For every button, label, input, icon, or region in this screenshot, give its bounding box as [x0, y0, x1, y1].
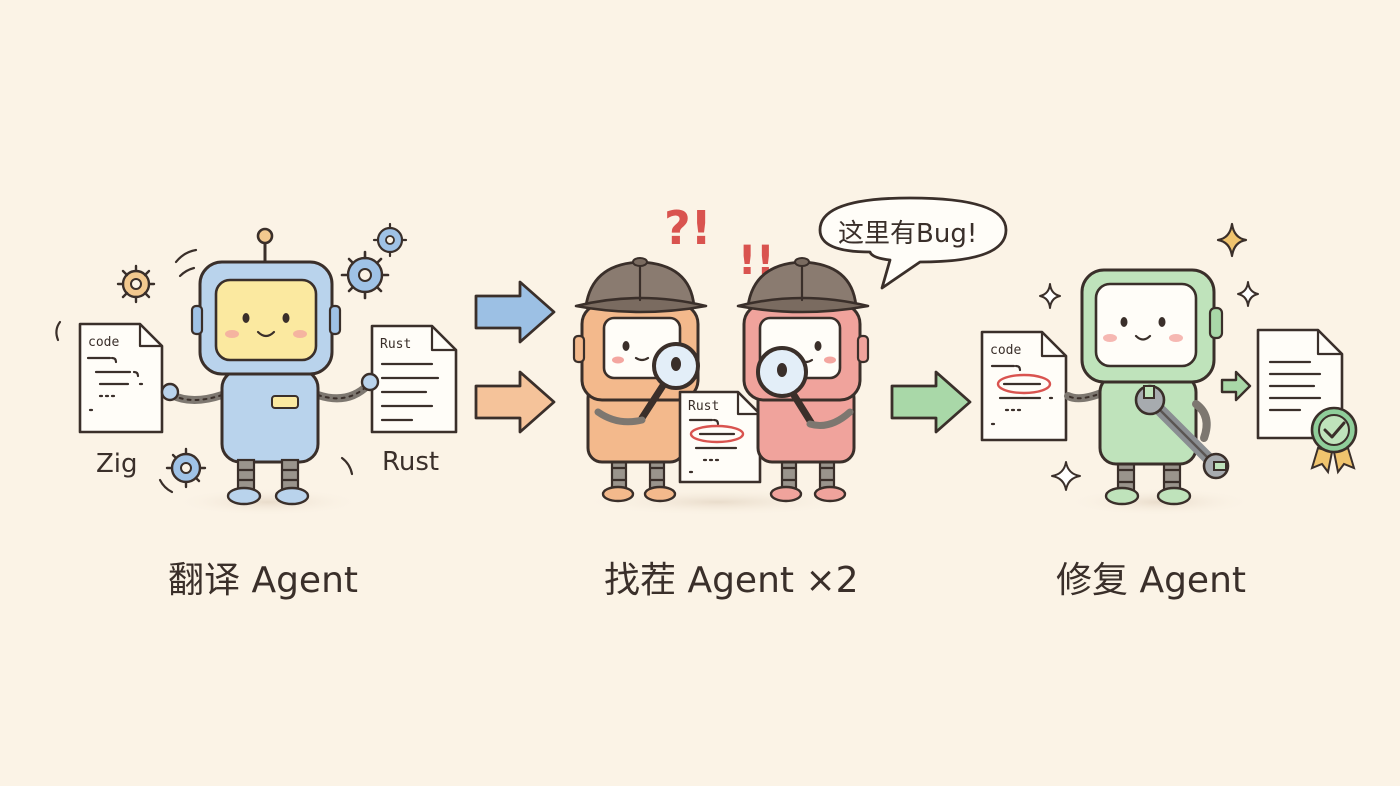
find-bug-agent-caption: 找茬 Agent ×2	[604, 560, 859, 601]
detective-robot-red	[736, 257, 870, 503]
fix-agent-caption: 修复 Agent	[1056, 560, 1246, 601]
doc-label-code-2: code	[990, 343, 1021, 358]
document-icon: Rust	[370, 324, 458, 434]
detective-robot-orange	[572, 257, 708, 503]
target-language-label: Rust	[382, 447, 439, 477]
document-icon: code	[78, 322, 164, 434]
gear-icon	[165, 447, 207, 489]
doc-label-rust: Rust	[380, 337, 411, 352]
magnifier-icon	[638, 342, 700, 422]
sparkle-icon	[1237, 281, 1259, 307]
source-language-label: Zig	[96, 449, 138, 479]
translate-agent-group: code Zig Rust Rust	[55, 222, 458, 601]
wrench-icon	[1134, 384, 1230, 480]
translate-agent-caption: 翻译 Agent	[168, 560, 358, 601]
question-marks: ?!	[664, 201, 712, 255]
document-icon: Rust	[678, 390, 762, 484]
fix-agent-group: code	[980, 222, 1358, 601]
magnifier-icon	[756, 346, 816, 428]
gear-icon	[340, 250, 390, 300]
fix-robot	[1064, 268, 1230, 506]
arrow-right-icon	[1220, 370, 1252, 402]
check-badge-icon	[1310, 406, 1358, 475]
translate-robot	[160, 227, 380, 506]
find-bug-agent-group: ?! !! 这里有Bug!	[572, 196, 1008, 601]
speech-text: 这里有Bug!	[838, 219, 977, 249]
doc-label-code: code	[88, 335, 119, 350]
sparkle-icon	[1216, 222, 1248, 258]
speech-bubble: 这里有Bug!	[818, 196, 1008, 290]
sparkle-icon	[1051, 461, 1081, 491]
gear-icon	[372, 222, 408, 258]
document-icon: code	[980, 330, 1068, 442]
arrow-right-icon	[474, 280, 556, 344]
doc-label-rust-2: Rust	[688, 399, 719, 414]
arrow-right-icon	[890, 370, 972, 434]
arrow-right-icon	[474, 370, 556, 434]
sparkle-icon	[1039, 283, 1061, 309]
gear-icon	[116, 264, 156, 304]
